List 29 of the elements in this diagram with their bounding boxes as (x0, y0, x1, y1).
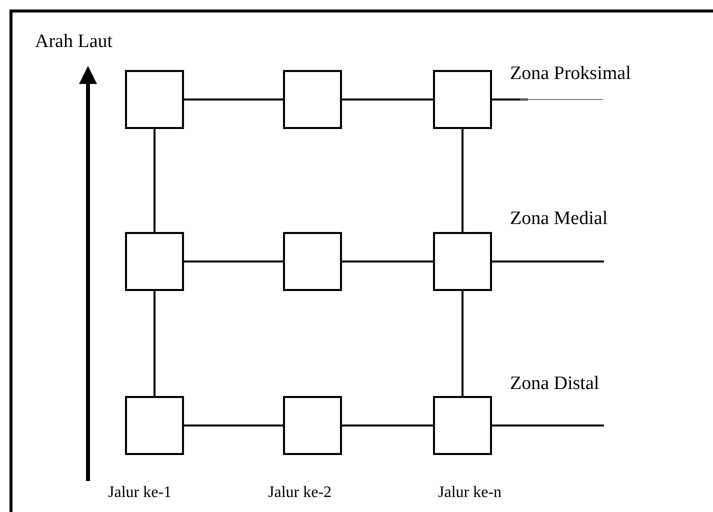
connector-line (184, 98, 283, 100)
lane-label: Jalur ke-1 (108, 485, 172, 501)
connector-line (184, 260, 283, 262)
plot-box (283, 232, 342, 291)
plot-box (283, 396, 342, 455)
plot-box (433, 232, 492, 291)
connector-line (154, 291, 156, 396)
connector-line (154, 129, 156, 232)
connector-line (492, 98, 528, 100)
connector-line (184, 424, 283, 426)
plot-box (125, 396, 184, 455)
connector-line (342, 98, 433, 100)
connector-line (342, 424, 433, 426)
lane-label: Jalur ke-n (438, 485, 502, 501)
connector-line (462, 129, 464, 232)
direction-label: Arah Laut (35, 32, 113, 51)
plot-box (433, 396, 492, 455)
plot-box (125, 232, 184, 291)
zone-label: Zona Medial (510, 209, 608, 228)
plot-box (125, 70, 184, 129)
plot-box (283, 70, 342, 129)
lane-label: Jalur ke-2 (268, 485, 332, 501)
connector-line (462, 291, 464, 396)
zone-label: Zona Distal (510, 374, 600, 393)
zone-label: Zona Proksimal (510, 64, 631, 83)
connector-line (492, 260, 604, 262)
plot-box (433, 70, 492, 129)
connector-line (492, 424, 604, 426)
connector-line (342, 260, 433, 262)
